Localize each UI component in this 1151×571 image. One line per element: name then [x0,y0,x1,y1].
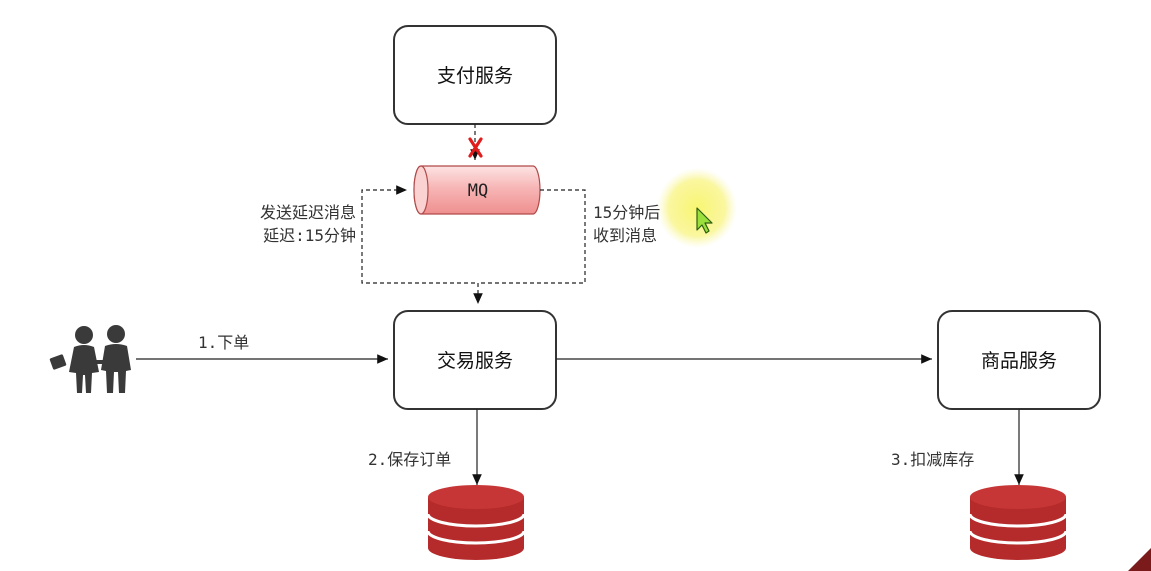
database-icon-product [968,485,1068,560]
cursor-arrow-icon [696,207,713,234]
label-save-order: 2.保存订单 [368,450,451,469]
label-receive-line1: 15分钟后 [593,203,660,222]
edge-receive-message [478,189,586,284]
trade-service-label: 交易服务 [437,350,513,372]
label-send-delay-line1: 发送延迟消息 [260,203,356,222]
label-deduct-stock: 3.扣减库存 [891,450,974,469]
label-place-order: 1.下单 [198,333,249,352]
corner-accent [1128,548,1151,571]
product-service-node: 商品服务 [937,310,1101,410]
trade-service-node: 交易服务 [393,310,557,410]
product-service-label: 商品服务 [981,350,1057,372]
label-receive-line2: 收到消息 [593,226,657,245]
payment-service-label: 支付服务 [437,65,513,87]
mq-label: MQ [468,181,488,201]
database-icon-trade [426,485,526,560]
users-icon [49,325,131,393]
label-send-delay-line2: 延迟:15分钟 [263,226,356,245]
mq-node: MQ [413,165,541,215]
red-x-icon [468,137,483,158]
edge-send-delay-message [361,185,475,284]
payment-service-node: 支付服务 [393,25,557,125]
